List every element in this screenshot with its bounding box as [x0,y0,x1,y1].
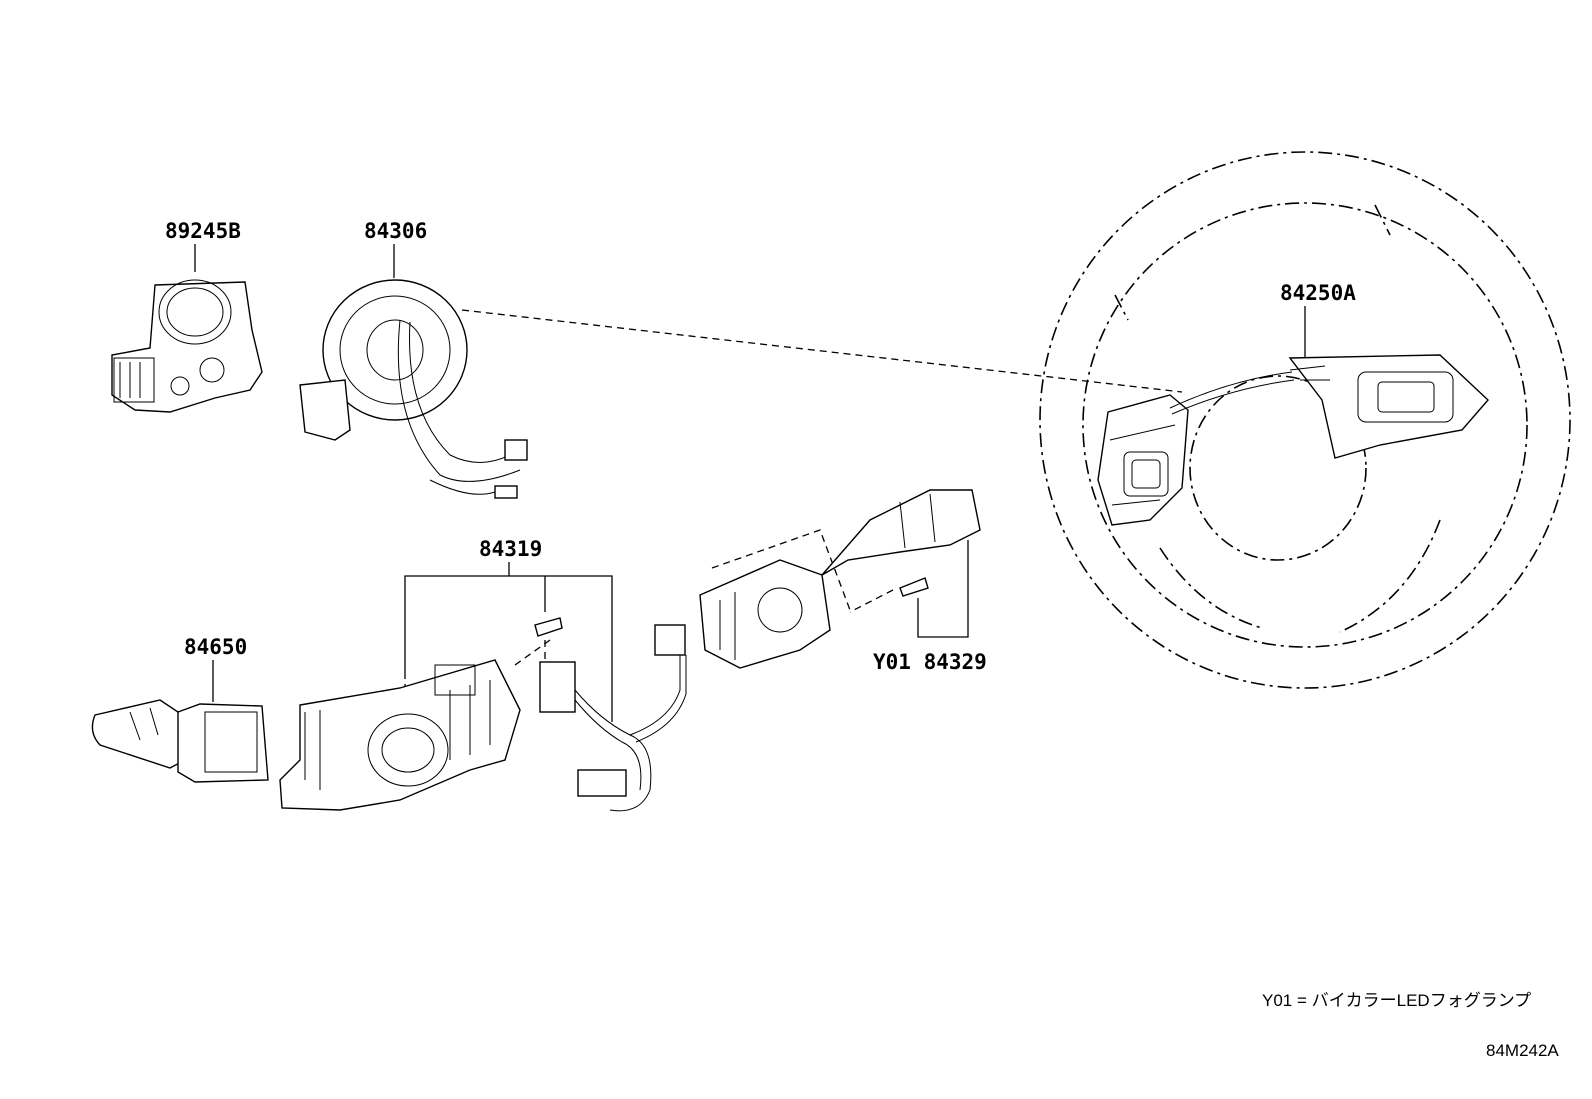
label-89245b: 89245B [165,219,241,243]
light-switch-lever [699,489,981,669]
wiper-switch [91,699,269,783]
label-84329: Y01 84329 [873,650,987,674]
combination-switch-body [279,617,687,812]
diagram-code: 84M242A [1486,1041,1559,1060]
spiral-cable [299,279,528,499]
label-84250a: 84250A [1280,281,1356,305]
steering-wheel [1039,151,1571,689]
steering-sensor [111,279,263,413]
leader-lines [194,244,1306,722]
label-84650: 84650 [184,635,247,659]
legend-note: Y01 = バイカラーLEDフォグランプ [1262,991,1531,1010]
label-84319: 84319 [479,537,542,561]
label-84306: 84306 [364,219,427,243]
